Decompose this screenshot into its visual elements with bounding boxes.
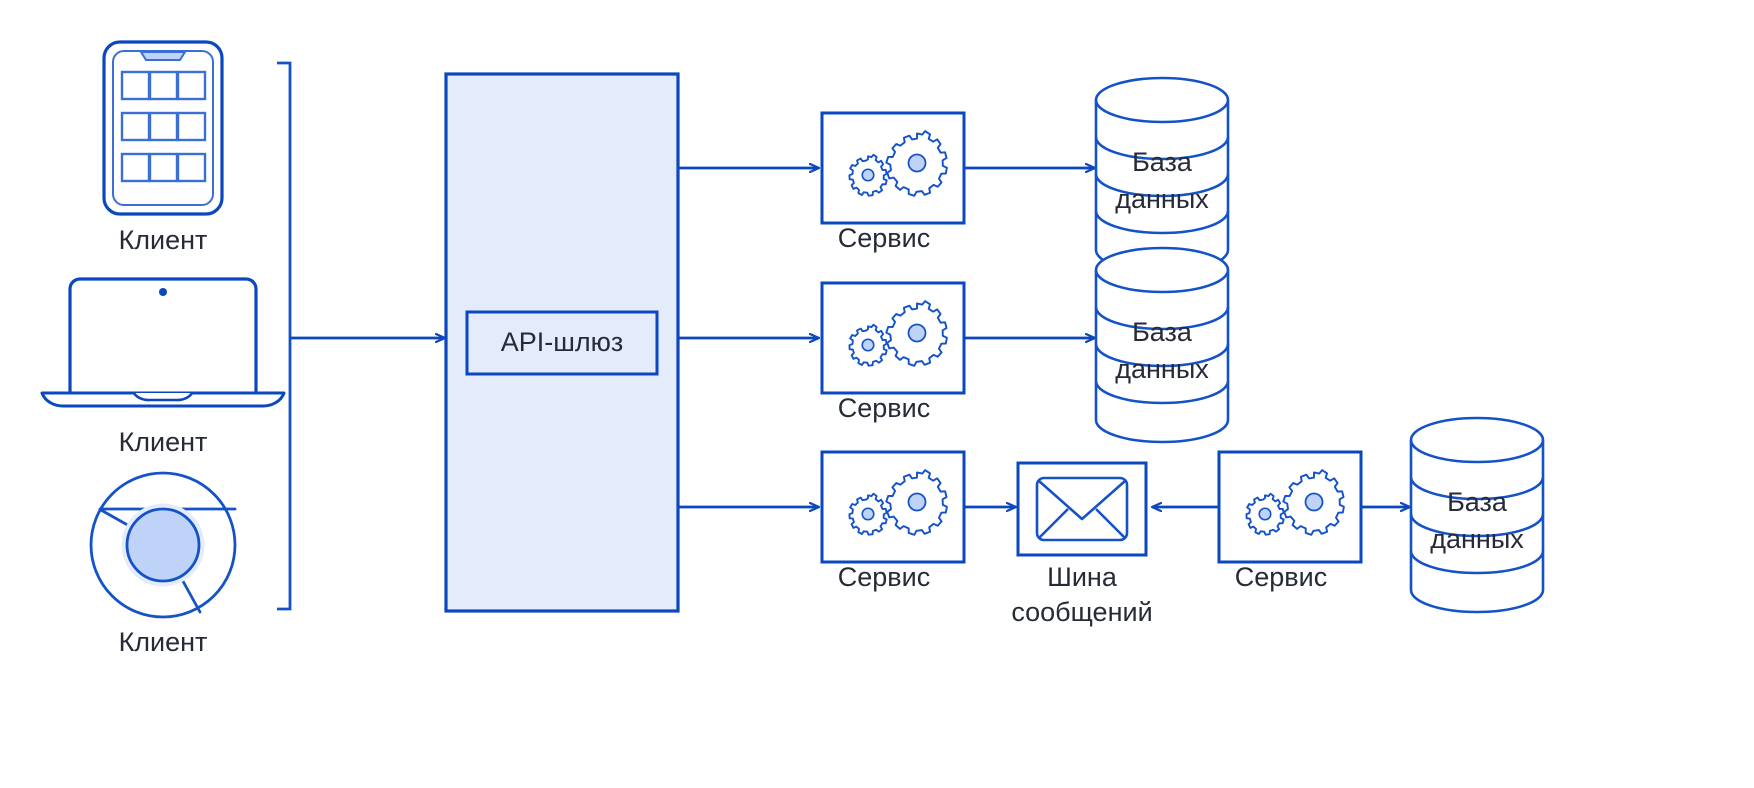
gateway-container[interactable]: API-шлюз: [444, 72, 680, 613]
database-label-3-line1: База: [1447, 487, 1508, 517]
message-bus-node[interactable]: Шина сообщений: [1011, 461, 1153, 627]
service-node-4[interactable]: Сервис: [1219, 452, 1361, 592]
client-laptop-label: Клиент: [119, 427, 208, 457]
database-node-3[interactable]: База данных: [1409, 416, 1545, 614]
service-label-3: Сервис: [838, 562, 930, 592]
browser-chrome-icon: [89, 471, 237, 619]
client-browser-node[interactable]: Клиент: [89, 471, 237, 657]
gears-icon-1: [822, 113, 964, 223]
service-label-4: Сервис: [1235, 562, 1327, 592]
message-bus-label-line1: Шина: [1047, 562, 1118, 592]
client-mobile-label: Клиент: [119, 225, 208, 255]
service-label-2: Сервис: [838, 393, 930, 423]
database-node-2[interactable]: База данных: [1094, 246, 1230, 444]
service-node-2[interactable]: Сервис: [822, 283, 964, 423]
service-label-1: Сервис: [838, 223, 930, 253]
client-laptop-node[interactable]: Клиент: [40, 277, 286, 457]
database-label-2-line2: данных: [1115, 354, 1209, 384]
service-node-1[interactable]: Сервис: [822, 113, 964, 253]
clients-bus-bracket: [277, 61, 292, 611]
envelope-icon: [1016, 461, 1148, 557]
database-label-1-line1: База: [1132, 147, 1193, 177]
gears-icon-3: [822, 452, 964, 562]
service-node-3[interactable]: Сервис: [822, 452, 964, 592]
client-browser-label: Клиент: [119, 627, 208, 657]
database-label-2-line1: База: [1132, 317, 1193, 347]
gears-icon-4: [1219, 452, 1361, 562]
gears-icon-2: [822, 283, 964, 393]
database-node-1[interactable]: База данных: [1094, 76, 1230, 274]
database-label-1-line2: данных: [1115, 184, 1209, 214]
gateway-label: API-шлюз: [501, 327, 624, 357]
client-mobile-node[interactable]: Клиент: [102, 40, 224, 255]
database-label-3-line2: данных: [1430, 524, 1524, 554]
message-bus-label-line2: сообщений: [1011, 597, 1152, 627]
mobile-phone-icon: [102, 40, 224, 216]
laptop-icon: [40, 277, 286, 408]
